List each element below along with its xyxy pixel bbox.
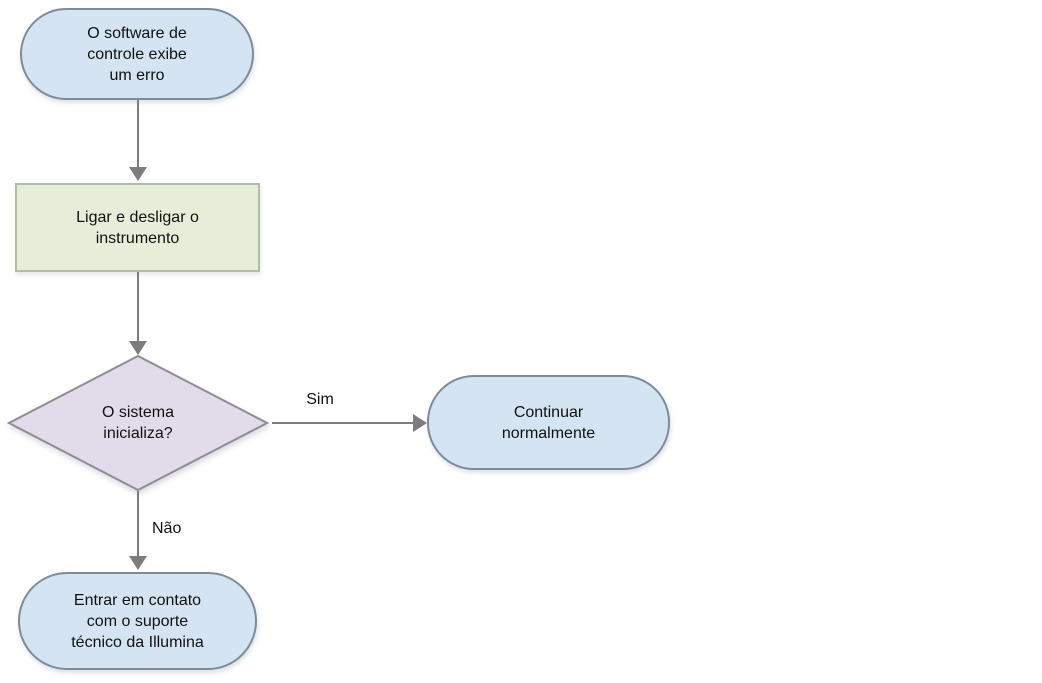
edge-label-sim: Sim [306, 391, 334, 408]
arrow-process-to-decision-line [137, 272, 139, 341]
arrow-decision-to-yes-line [272, 422, 413, 424]
node-no-outcome-label: Entrar em contato com o suporte técnico … [71, 591, 204, 651]
arrow-decision-to-yes-head-icon [413, 414, 427, 432]
arrow-start-to-process-head-icon [129, 167, 147, 181]
decision-diamond-shape [7, 354, 269, 492]
arrow-decision-to-no-head-icon [129, 556, 147, 570]
edge-label-nao: Não [152, 520, 182, 537]
node-decision-label: O sistema inicializa? [101, 404, 174, 442]
arrow-decision-to-no-line [137, 491, 139, 556]
node-process-rectangle: Ligar e desligar o instrumento [15, 183, 260, 272]
node-start-terminator: O software de controle exibe um erro [20, 8, 254, 100]
node-no-outcome-terminator: Entrar em contato com o suporte técnico … [18, 572, 257, 670]
arrow-process-to-decision-head-icon [129, 341, 147, 355]
node-decision-diamond: O sistema inicializa? [7, 354, 269, 492]
node-process-label: Ligar e desligar o instrumento [76, 208, 199, 247]
arrow-start-to-process-line [137, 100, 139, 167]
node-yes-outcome-terminator: Continuar normalmente [427, 375, 670, 470]
node-yes-outcome-label: Continuar normalmente [501, 403, 596, 442]
node-start-label: O software de controle exibe um erro [87, 24, 187, 84]
